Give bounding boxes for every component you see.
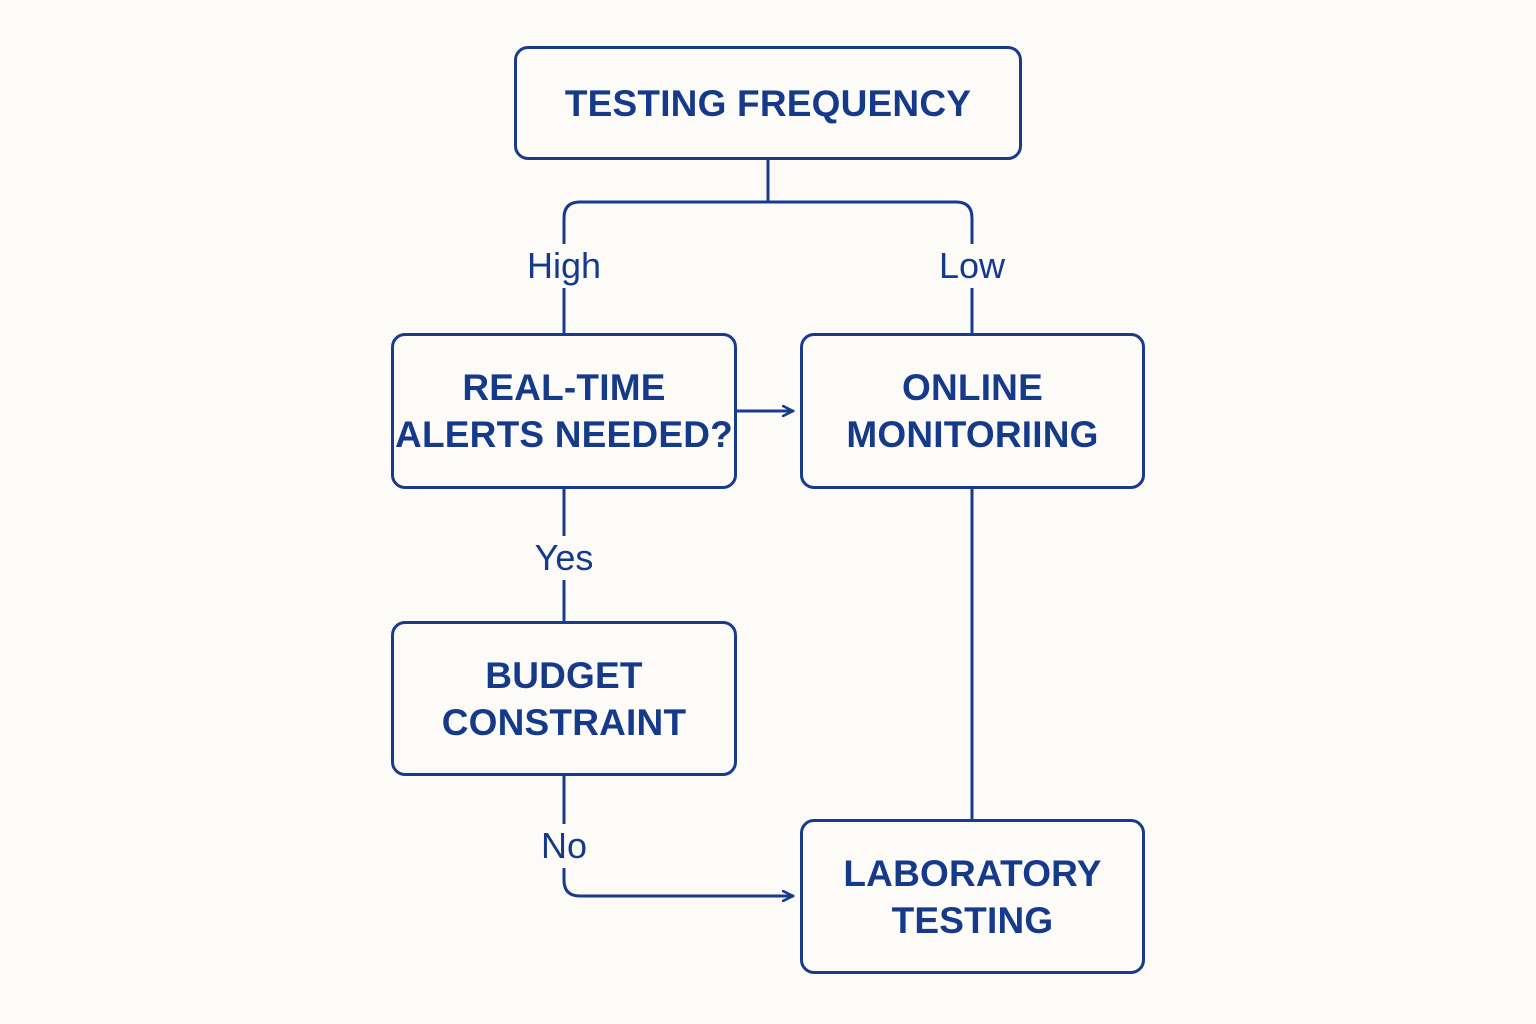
node-label-line: ONLINE [902, 367, 1043, 408]
node-laboratory-testing: LABORATORY TESTING [800, 819, 1145, 974]
arrow-no-to-laboratory [562, 774, 795, 896]
node-budget-constraint: BUDGET CONSTRAINT [391, 621, 737, 776]
node-online-monitoring: ONLINE MONITORIING [800, 333, 1145, 489]
edge-label-no: No [494, 824, 634, 868]
node-label-line: TESTING [891, 899, 1054, 941]
node-label-line: TESTING FREQUENCY [564, 82, 972, 124]
connector-high-branch [562, 200, 770, 334]
edge-label-low: Low [902, 244, 1042, 288]
node-real-time-alerts: REAL-TIME ALERTS NEEDED? [391, 333, 737, 489]
node-testing-frequency: TESTING FREQUENCY [514, 46, 1022, 160]
connector-low-branch [766, 200, 974, 334]
node-label-line: MONITORIING [846, 414, 1099, 455]
node-label-line: LABORATORY [843, 852, 1102, 894]
edge-label-yes: Yes [494, 536, 634, 580]
node-label-line: BUDGET [485, 654, 643, 696]
node-label-line: ALERTS NEEDED? [395, 414, 733, 455]
node-label-line: REAL-TIME [462, 367, 666, 408]
edge-label-high: High [494, 244, 634, 288]
node-label-line: CONSTRAINT [441, 701, 687, 743]
